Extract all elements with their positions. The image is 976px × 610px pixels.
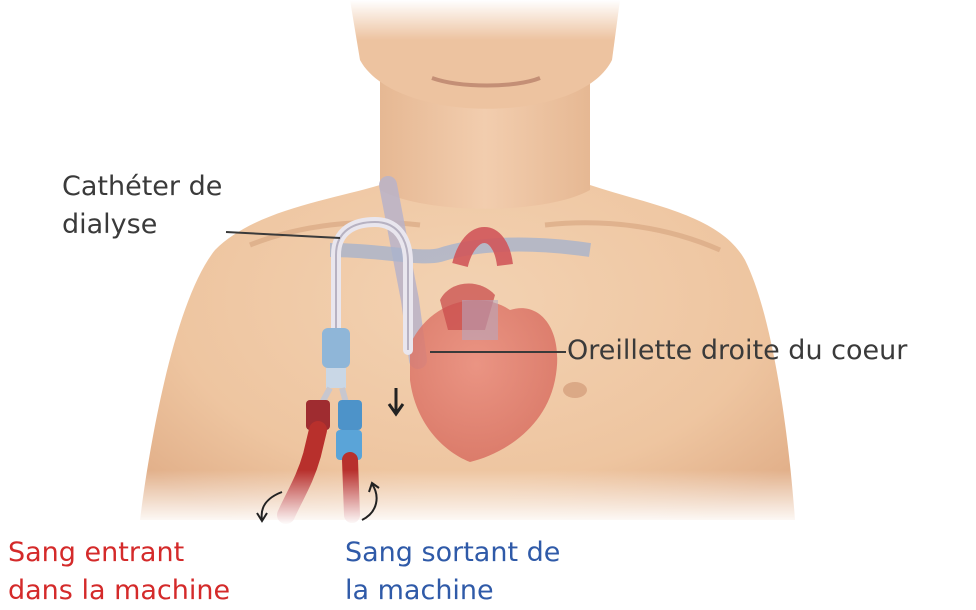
catheter-label-line1: Cathéter de <box>62 168 222 206</box>
catheter-label-line2: dialyse <box>62 206 222 244</box>
sang-entrant-line1: Sang entrant <box>8 534 230 572</box>
sang-sortant-line2: la machine <box>345 572 560 610</box>
sang-entrant-line2: dans la machine <box>8 572 230 610</box>
right-atrium <box>462 300 498 340</box>
oreillette-label: Oreillette droite du coeur <box>567 332 907 370</box>
catheter-hub <box>322 328 350 368</box>
sang-sortant-line1: Sang sortant de <box>345 534 560 572</box>
oreillette-label-text: Oreillette droite du coeur <box>567 332 907 370</box>
blue-clamp <box>338 400 362 430</box>
sang-sortant-label: Sang sortant de la machine <box>345 534 560 610</box>
sang-entrant-label: Sang entrant dans la machine <box>8 534 230 610</box>
catheter-label: Cathéter de dialyse <box>62 168 222 244</box>
